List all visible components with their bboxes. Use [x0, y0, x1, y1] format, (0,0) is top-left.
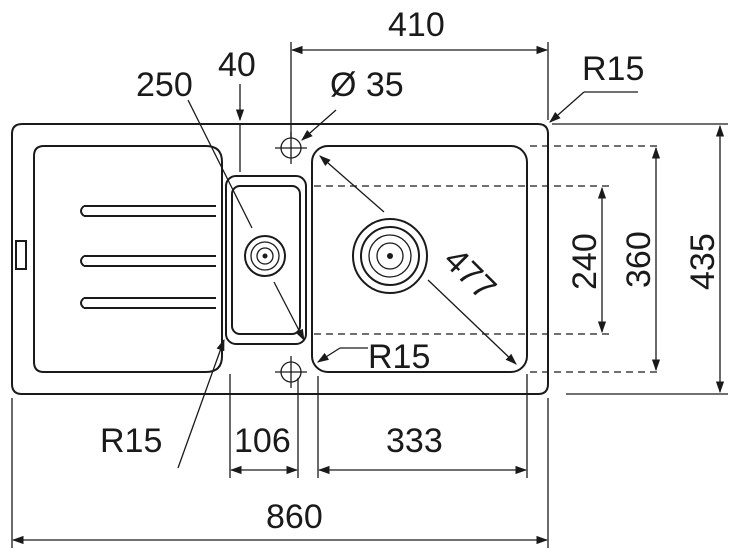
leader-r15-top — [549, 91, 585, 123]
dim-text-435: 435 — [684, 233, 722, 290]
small-bowl-inner — [231, 185, 301, 335]
dim-text-860: 860 — [266, 498, 323, 536]
leader-r15-bowl — [317, 347, 341, 363]
small-drain — [244, 235, 286, 277]
large-drain — [352, 218, 428, 294]
dim-text-r15-bowl: R15 — [368, 338, 430, 376]
dim-text-tap-hole: Ø 35 — [330, 66, 404, 104]
dim-line-477-a — [319, 155, 385, 213]
dim-text-333: 333 — [386, 422, 443, 460]
dim-text-40: 40 — [218, 46, 256, 84]
large-bowl — [311, 145, 528, 373]
dim-text-r15-top: R15 — [582, 50, 644, 88]
sink-outline — [11, 123, 549, 395]
drainer-groove-2 — [80, 255, 216, 267]
dim-text-410: 410 — [388, 6, 445, 44]
dim-text-240: 240 — [566, 233, 604, 290]
small-bowl-outer — [225, 175, 307, 345]
tap-hole-bottom — [275, 356, 307, 388]
drainer-groove-1 — [80, 205, 216, 217]
drainer-groove-3 — [80, 297, 216, 309]
leader-r15-left — [177, 338, 225, 469]
dim-text-250: 250 — [136, 66, 193, 104]
dim-text-r15-left: R15 — [100, 422, 162, 460]
drainer-tab — [15, 240, 27, 270]
dim-text-360: 360 — [620, 231, 658, 288]
dim-text-106: 106 — [234, 422, 291, 460]
leader-250-bottom — [273, 281, 305, 342]
dim-line-477-b — [427, 279, 517, 365]
leader-250-top — [187, 99, 253, 229]
leader-tap-hole — [301, 109, 337, 141]
drainer-area — [33, 145, 223, 373]
